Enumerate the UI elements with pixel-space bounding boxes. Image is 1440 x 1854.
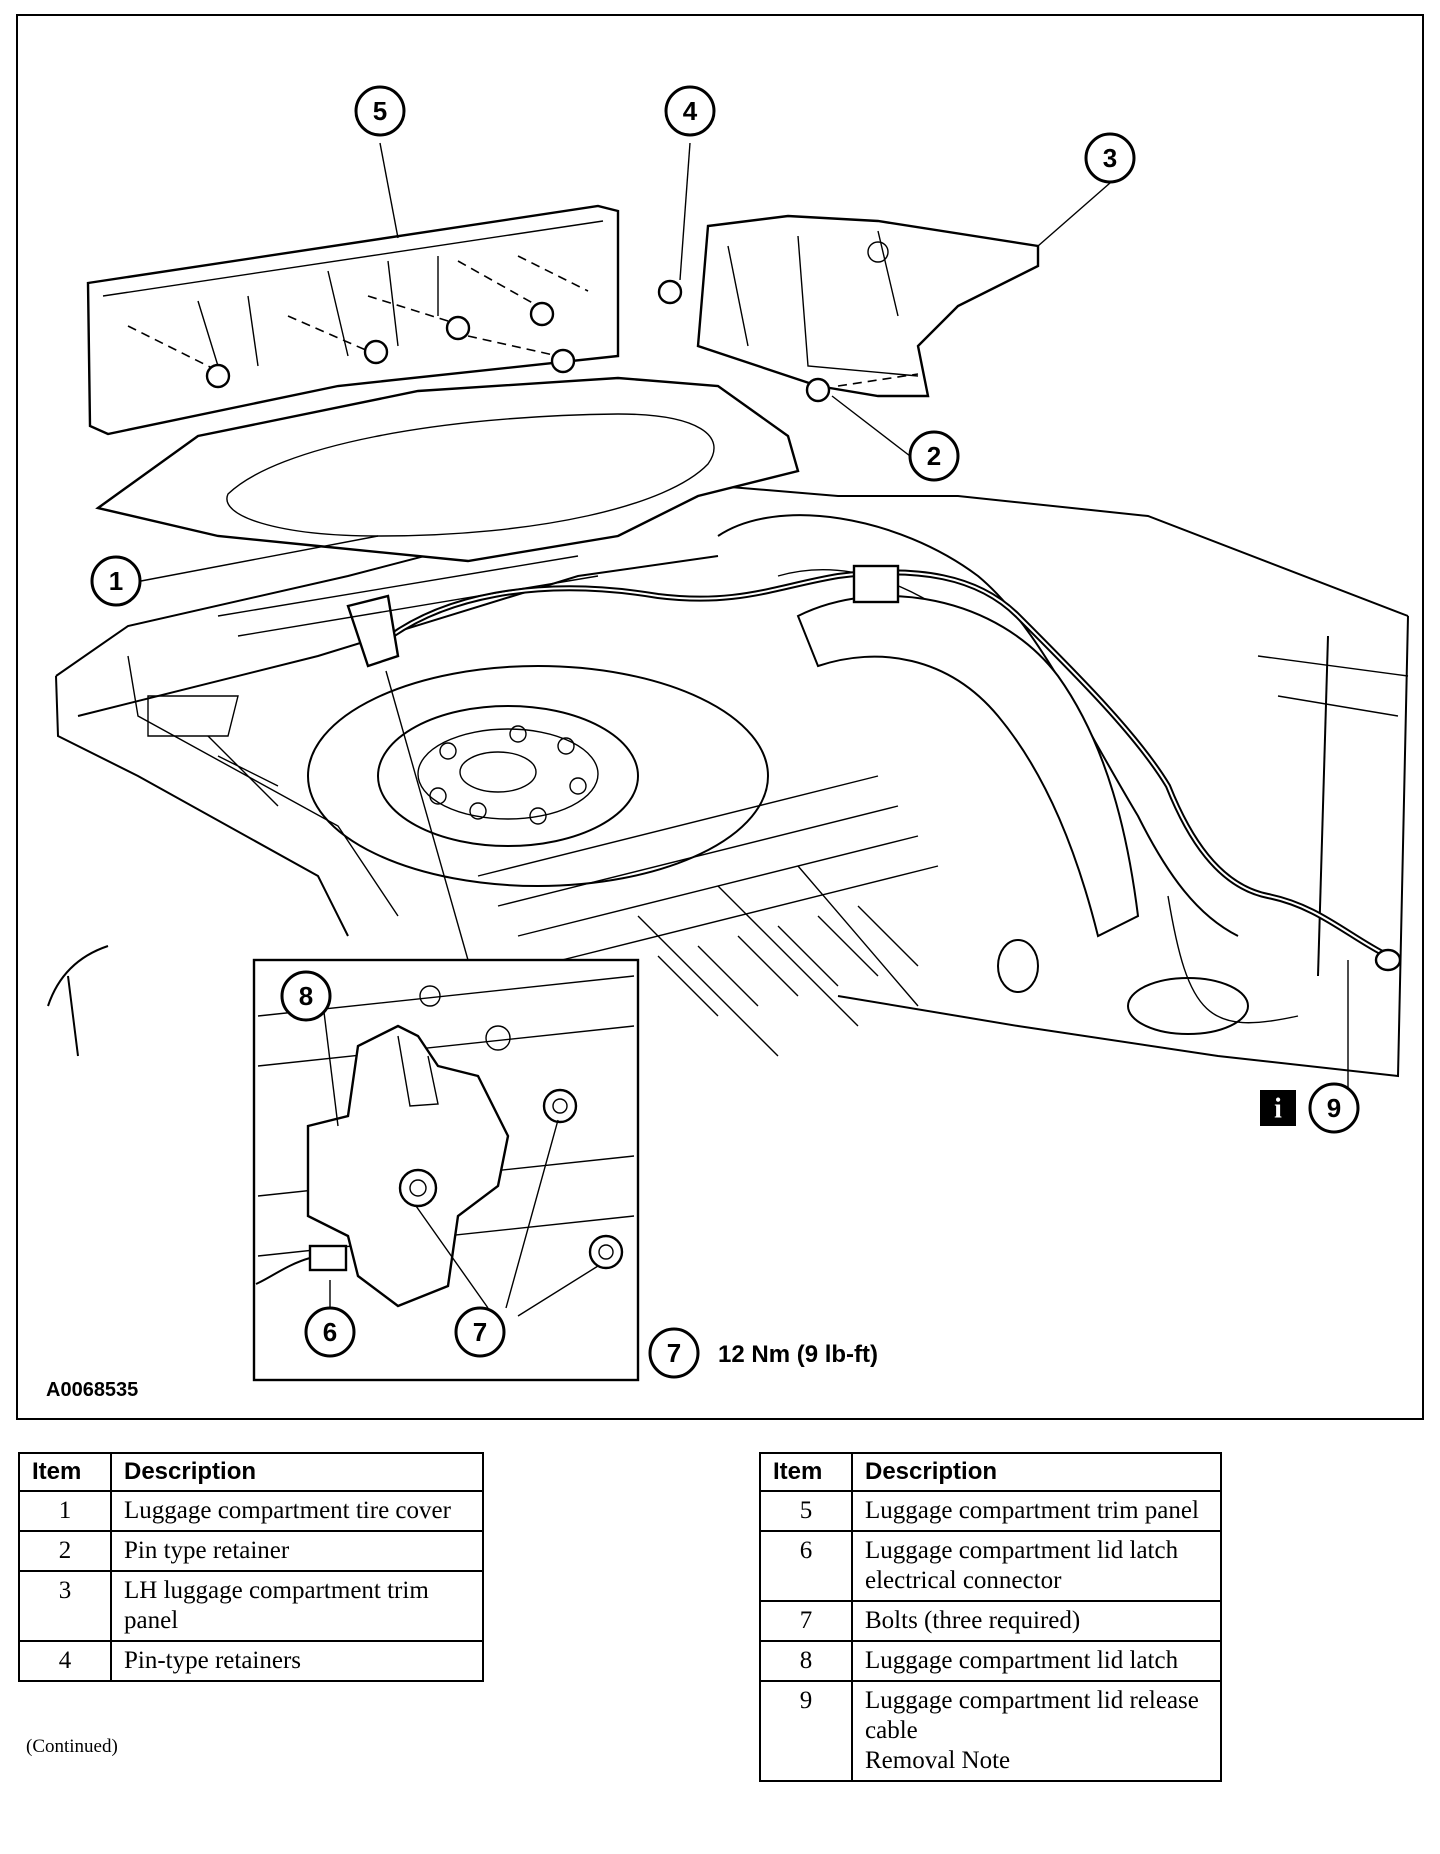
continued-note: (Continued) [26,1736,118,1757]
item-description: Luggage compartment lid latch [851,1640,1222,1682]
wheel-well [796,595,1249,1035]
item-number: 2 [18,1530,112,1572]
table-header-row: Item Description [759,1452,1222,1492]
svg-text:2: 2 [927,441,941,471]
callout-3: 3 [1084,132,1136,184]
panel-retainers [205,301,576,422]
leader-lines [140,142,1349,1096]
callout-6: 6 [304,1306,356,1358]
item-number: 9 [759,1680,853,1782]
exploded-diagram: 5 4 3 2 1 8 6 7 9 7 i 12 Nm (9 lb-ft) A0… [46,85,1409,1401]
callout-9: 9 [1308,1082,1360,1134]
column-header-item: Item [759,1452,853,1492]
svg-text:i: i [1274,1094,1282,1125]
item-number: 7 [759,1600,853,1642]
callout-5: 5 [354,85,406,137]
retainer-part-2 [805,377,831,403]
item-description: Luggage compartment tire cover [110,1490,484,1532]
trunk-body [47,484,1409,1078]
item-number: 8 [759,1640,853,1682]
item-number: 4 [18,1640,112,1682]
svg-text:7: 7 [667,1338,681,1368]
item-number: 6 [759,1530,853,1602]
item-number: 3 [18,1570,112,1642]
callout-7-torque: 7 [648,1327,700,1379]
callout-8: 8 [280,970,332,1022]
lh-trim-panel-part-3 [696,214,1040,398]
svg-text:4: 4 [683,96,698,126]
figure-frame: 5 4 3 2 1 8 6 7 9 7 i 12 Nm (9 lb-ft) A0… [16,14,1424,1420]
table-header-row: Item Description [18,1452,484,1492]
svg-text:8: 8 [299,981,313,1011]
retainer-part-4 [657,279,683,305]
item-description: Bolts (three required) [851,1600,1222,1642]
column-header-item: Item [18,1452,112,1492]
item-description: Luggage compartment lid release cable Re… [851,1680,1222,1782]
callout-4: 4 [664,85,716,137]
column-header-description: Description [110,1452,484,1492]
item-description: Luggage compartment trim panel [851,1490,1222,1532]
spare-tire [307,665,769,887]
torque-spec: 12 Nm (9 lb-ft) [718,1341,878,1368]
tire-cover-part-1 [95,376,800,563]
svg-text:9: 9 [1327,1093,1341,1123]
latch-mount [147,555,599,807]
figure-id: A0068535 [46,1379,138,1401]
item-description: Pin type retainer [110,1530,484,1572]
floor-ribs [477,775,939,1057]
item-number: 5 [759,1490,853,1532]
svg-text:5: 5 [373,96,387,126]
release-cable [376,564,1402,972]
svg-text:6: 6 [323,1317,337,1347]
svg-text:1: 1 [109,566,123,596]
svg-text:7: 7 [473,1317,487,1347]
callout-7-inset: 7 [454,1306,506,1358]
item-number: 1 [18,1490,112,1532]
column-header-description: Description [851,1452,1222,1492]
info-icon: i [1260,1090,1296,1126]
svg-text:3: 3 [1103,143,1117,173]
callout-2: 2 [908,430,960,482]
item-description: LH luggage compartment trim panel [110,1570,484,1642]
callout-1: 1 [90,555,142,607]
item-description: Pin-type retainers [110,1640,484,1682]
item-description: Luggage compartment lid latch electrical… [851,1530,1222,1602]
